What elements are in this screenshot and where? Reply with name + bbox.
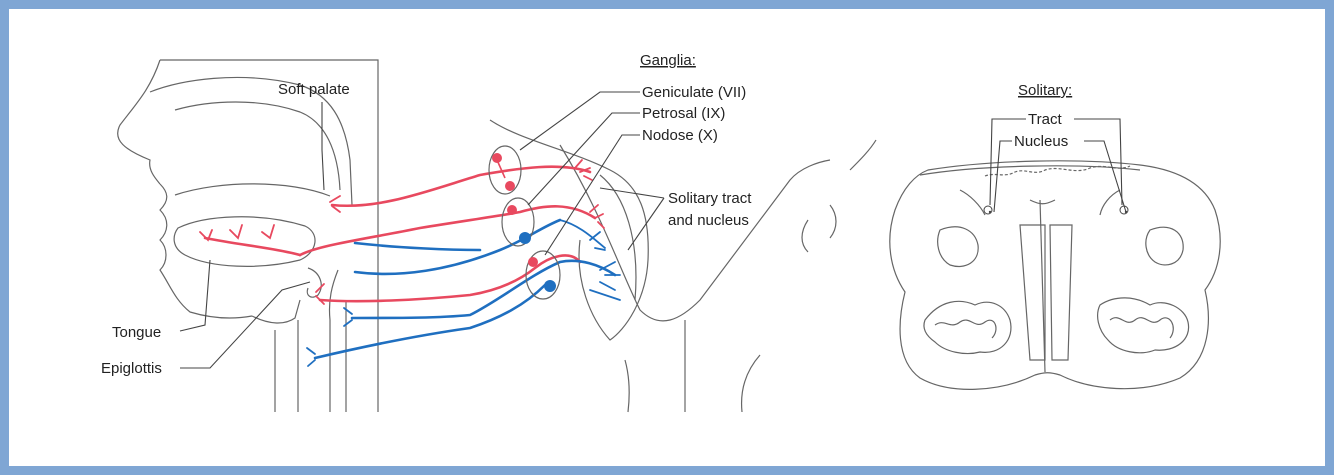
geniculate-cell-dot: [492, 153, 502, 163]
solitary-tract-left: [983, 205, 993, 215]
red-taste-fibers: [199, 159, 605, 305]
brainstem-outline: [489, 119, 877, 413]
petrosal-cell-dot-blue: [519, 232, 531, 244]
blue-taste-fibers: [306, 218, 621, 367]
leader-tract: [989, 118, 1123, 206]
nodose-cell-dot-red: [528, 257, 538, 267]
leader-epiglottis: [180, 281, 311, 369]
nodose-cell-dot-blue: [544, 280, 556, 292]
label-geniculate: Geniculate (VII): [642, 84, 746, 101]
leader-geniculate: [519, 91, 640, 151]
label-tongue: Tongue: [112, 324, 161, 341]
nodose-ganglion: [525, 250, 561, 300]
leader-soft-palate: [321, 102, 325, 191]
head-sagittal-outline: [117, 59, 379, 412]
label-solitary-tract-line1: Solitary tract: [668, 190, 752, 207]
medulla-cross-section: [889, 160, 1221, 390]
label-epiglottis: Epiglottis: [101, 360, 162, 377]
leader-nucleus: [993, 140, 1127, 213]
label-solitary-tract-line2: and nucleus: [668, 212, 749, 229]
label-petrosal: Petrosal (IX): [642, 105, 725, 122]
label-nodose: Nodose (X): [642, 127, 718, 144]
leader-petrosal: [527, 112, 640, 206]
label-ganglia-heading: Ganglia:: [640, 52, 696, 69]
petrosal-ganglion: [501, 197, 535, 247]
geniculate-ganglion: [488, 145, 522, 195]
label-soft-palate: Soft palate: [278, 81, 350, 98]
petrosal-cell-dot-red: [507, 205, 517, 215]
label-nucleus: Nucleus: [1014, 133, 1068, 150]
leader-tongue: [179, 259, 211, 332]
label-solitary-heading: Solitary:: [1018, 82, 1072, 99]
label-tract: Tract: [1028, 111, 1062, 128]
leader-solitary-tract: [599, 187, 665, 251]
leader-nodose: [544, 134, 640, 256]
